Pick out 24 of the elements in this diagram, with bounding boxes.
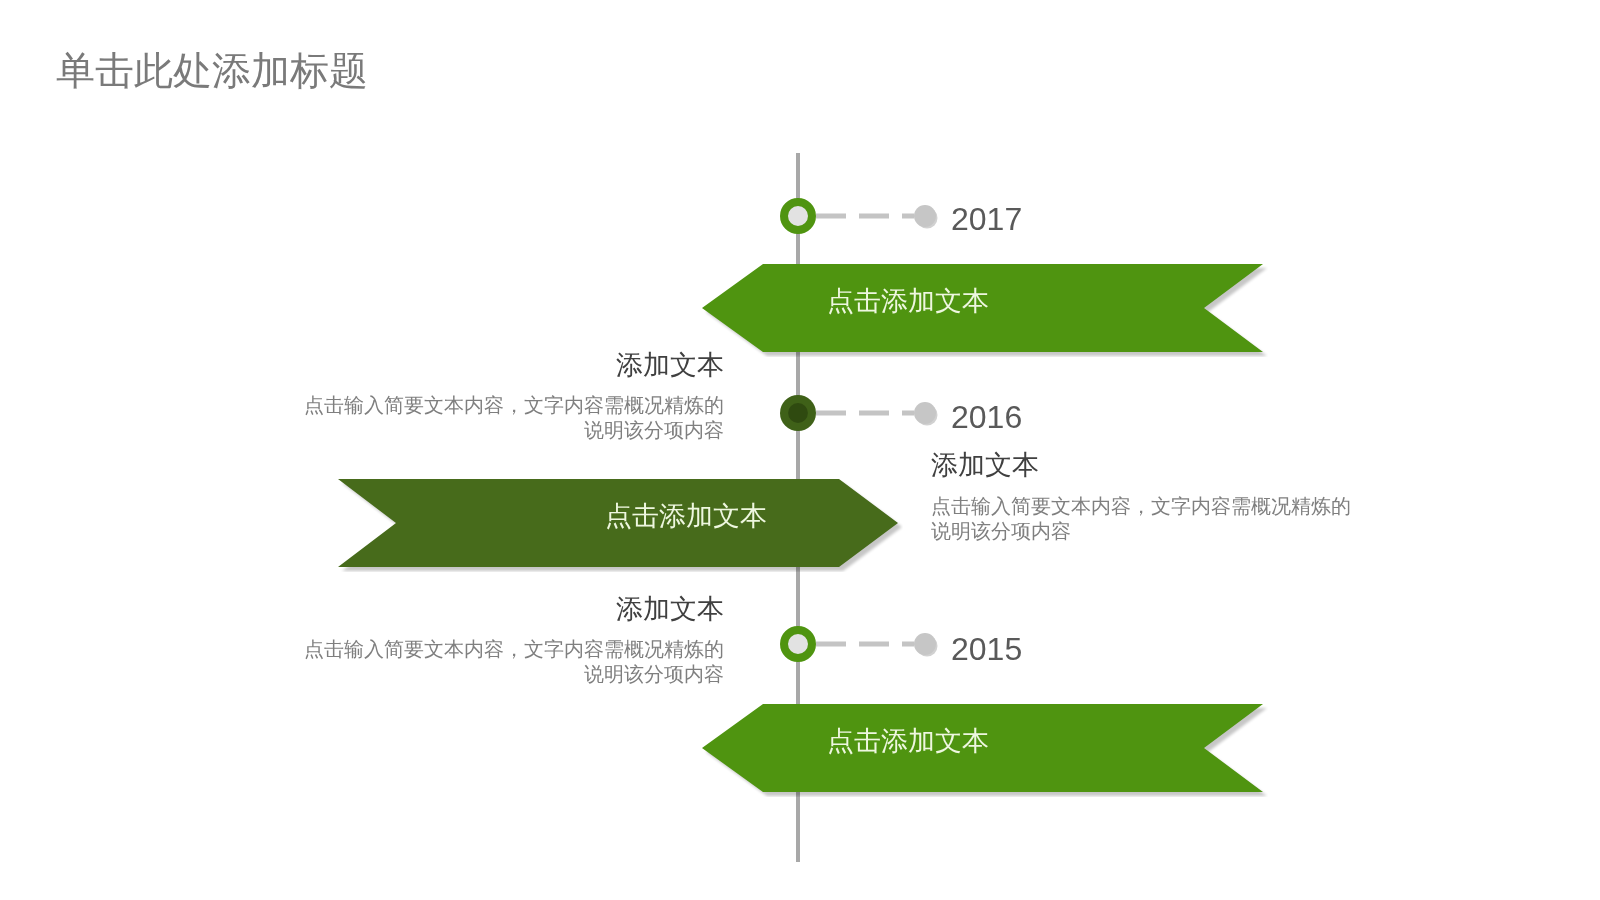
year-label: 2015 <box>951 630 1023 669</box>
ribbon-banner <box>702 704 1268 797</box>
ring-marker <box>780 198 816 234</box>
dot-marker <box>914 402 939 427</box>
description-text: 点击输入简要文本内容，文字内容需概况精炼的说明该分项内容 <box>303 637 724 687</box>
dot-marker <box>914 205 939 230</box>
filled-ring-marker <box>780 395 816 431</box>
description-text: 点击输入简要文本内容，文字内容需概况精炼的说明该分项内容 <box>931 494 1352 544</box>
dashed-connector <box>816 213 914 219</box>
description-text: 点击输入简要文本内容，文字内容需概况精炼的说明该分项内容 <box>303 393 724 443</box>
year-label: 2017 <box>951 200 1023 239</box>
ribbon-text: 点击添加文本 <box>605 500 767 532</box>
year-label: 2016 <box>951 398 1023 437</box>
dashed-connector <box>816 410 914 416</box>
ribbon-banner <box>338 479 903 572</box>
slide-title: 单击此处添加标题 <box>56 48 368 94</box>
dashed-connector <box>816 641 914 647</box>
section-heading: 添加文本 <box>616 349 724 382</box>
ribbon-text: 点击添加文本 <box>827 725 989 757</box>
section-heading: 添加文本 <box>931 449 1039 482</box>
ring-marker <box>780 626 816 662</box>
section-heading: 添加文本 <box>616 593 724 626</box>
dot-marker <box>914 633 939 658</box>
ribbon-text: 点击添加文本 <box>827 285 989 317</box>
